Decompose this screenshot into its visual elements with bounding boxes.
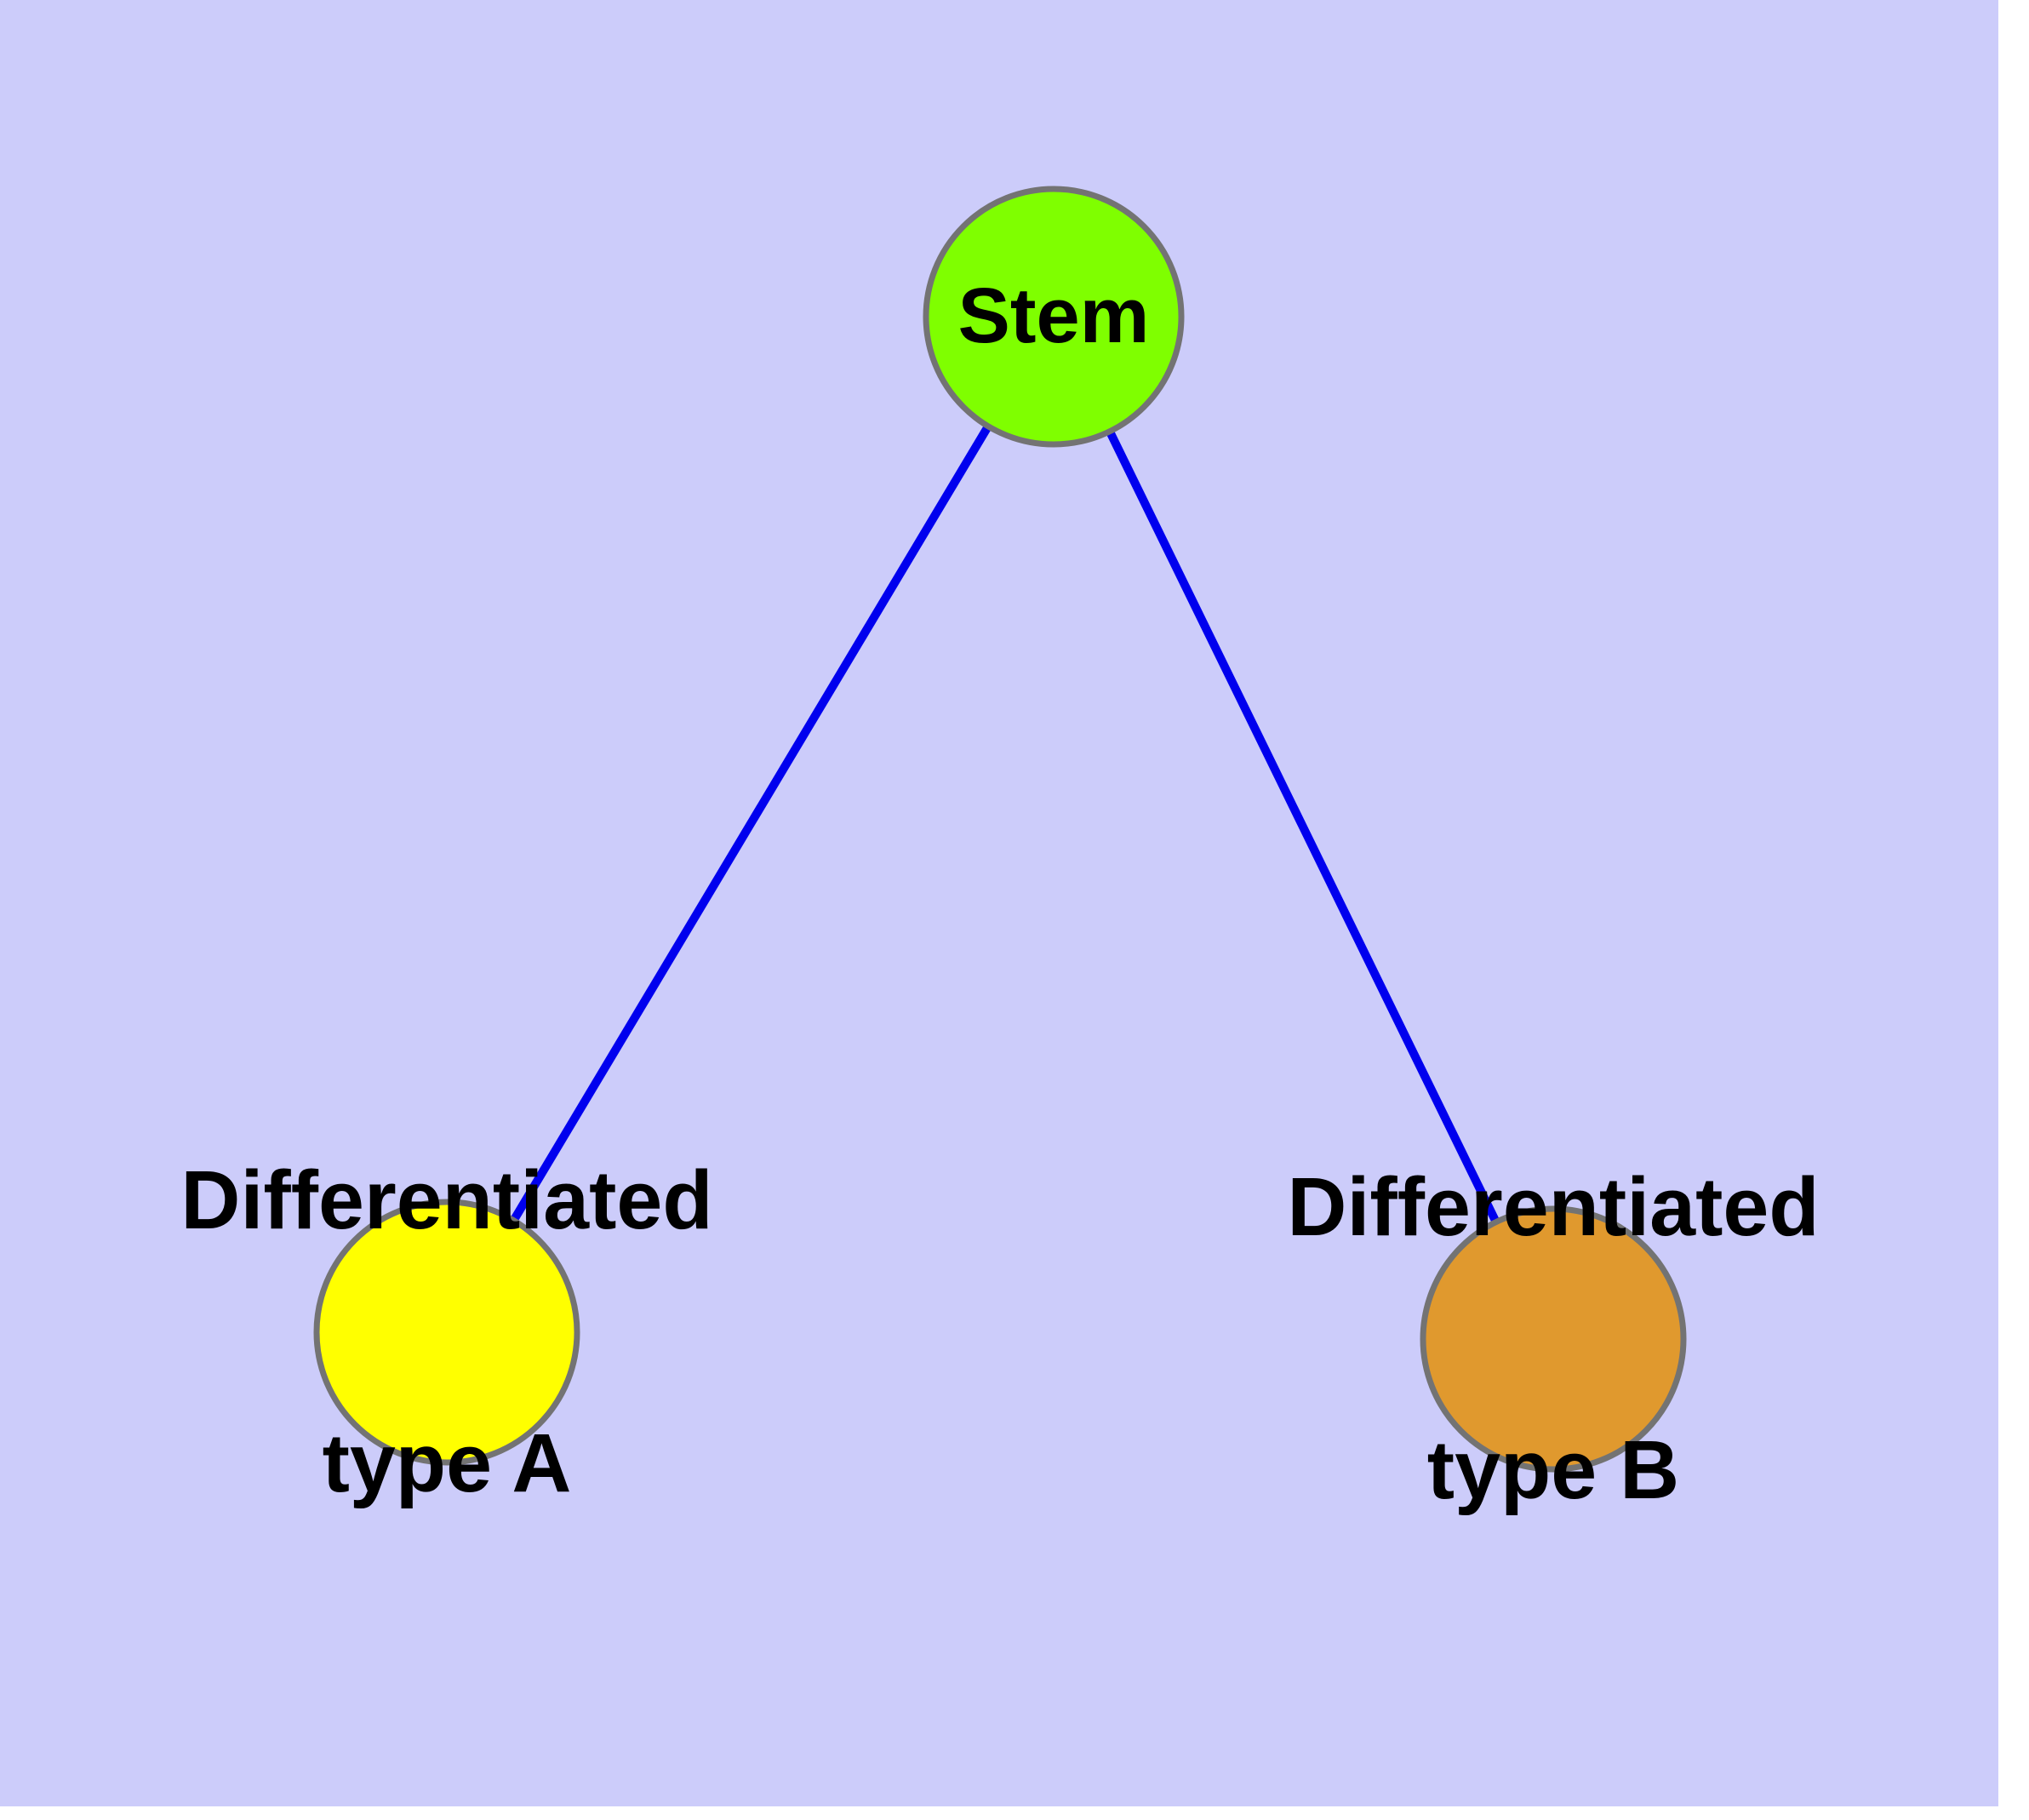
- edge-stem-to-differentiated-type-a[interactable]: [443, 314, 1058, 1335]
- node-differentiated-type-a[interactable]: [313, 1199, 580, 1466]
- edge-stem-to-differentiated-type-b[interactable]: [1049, 314, 1557, 1342]
- node-stem[interactable]: [923, 186, 1185, 448]
- edge-layer: [443, 314, 1557, 1342]
- node-differentiated-type-b[interactable]: [1420, 1205, 1687, 1473]
- node-layer: [313, 186, 1687, 1473]
